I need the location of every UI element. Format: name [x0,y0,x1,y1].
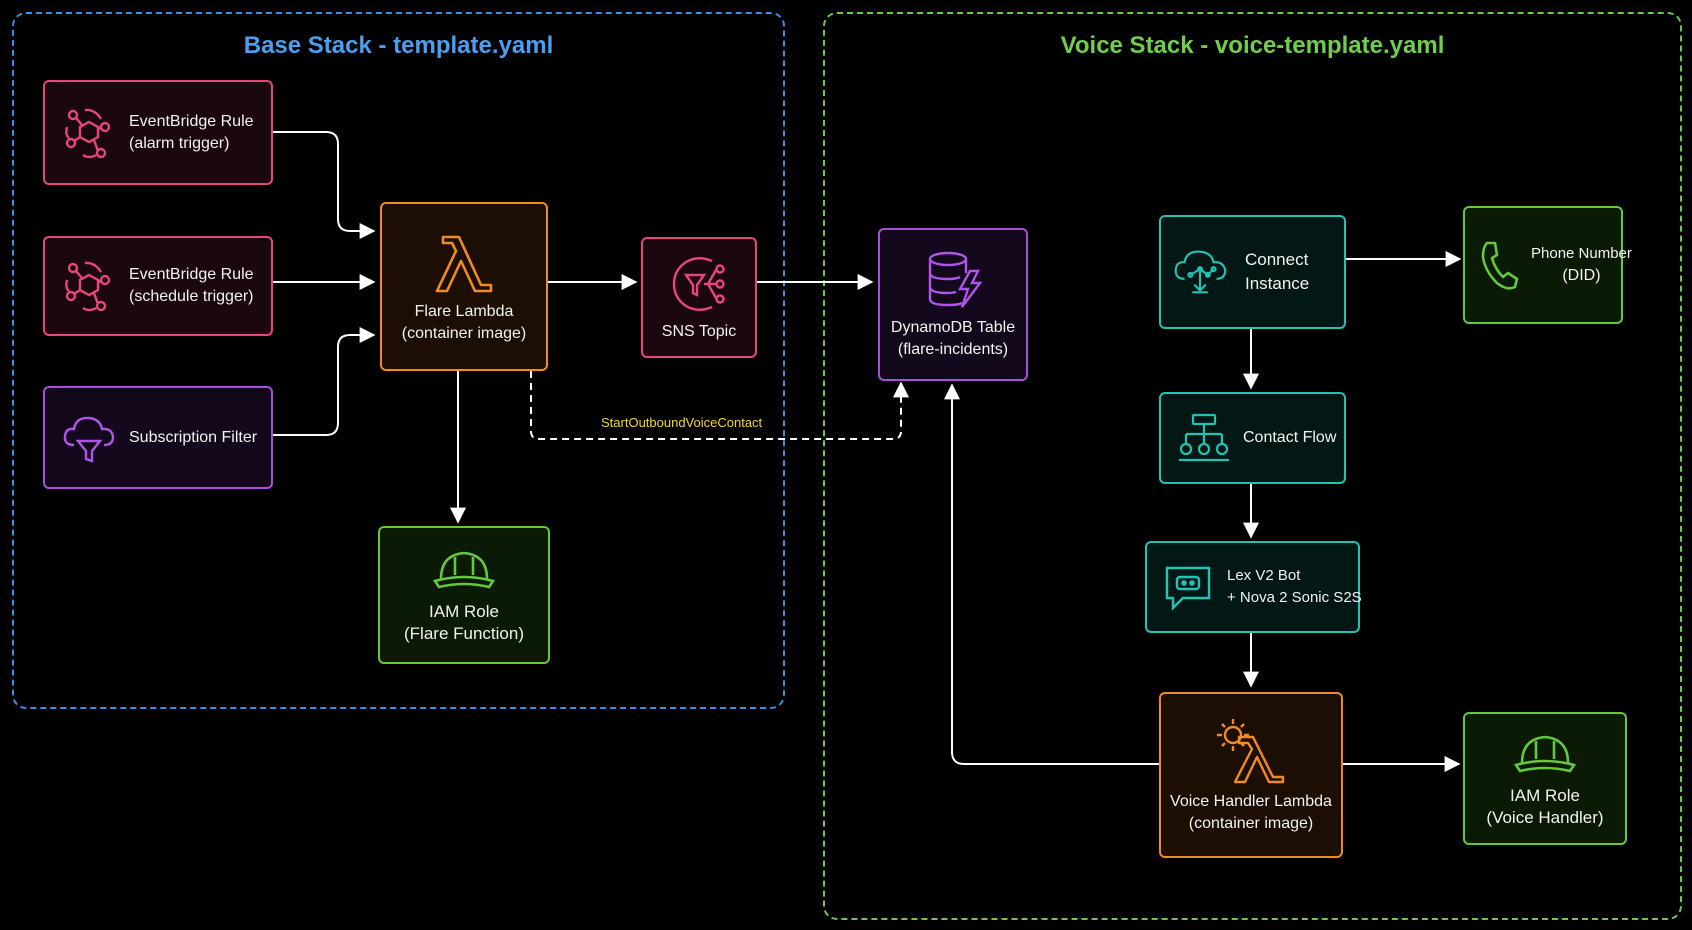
contact-flow-node[interactable]: Contact Flow [1159,392,1346,484]
voice-stack-boundary [823,12,1682,920]
hard-hat-icon [1512,729,1578,779]
flare-lambda-node[interactable]: Flare Lambda (container image) [380,202,548,371]
dynamodb-icon [922,249,984,311]
dynamodb-table-subtitle: (flare-incidents) [897,340,1009,358]
phone-number-title: Phone Number [1531,245,1632,262]
iam-role-voice-subtitle: (Voice Handler) [1486,807,1604,827]
cloud-filter-icon [59,408,119,468]
sns-topic-title: SNS Topic [661,322,737,340]
iam-role-flare-title: IAM Role [429,602,499,621]
eventbridge-schedule-title: EventBridge Rule [129,266,254,283]
eventbridge-alarm-subtitle: (alarm trigger) [129,134,230,152]
voice-handler-title: Voice Handler Lambda [1170,793,1332,810]
subscription-filter-node[interactable]: Subscription Filter [43,386,273,489]
connect-cloud-icon [1171,242,1231,302]
phone-number-node[interactable]: Phone Number (DID) [1463,206,1632,324]
lex-v2-bot-node[interactable]: Lex V2 Bot + Nova 2 Sonic S2S [1145,541,1362,633]
start-outbound-voice-contact-label: StartOutboundVoiceContact [601,415,763,430]
connect-instance-title: Connect [1245,250,1309,269]
voice-handler-lambda-node[interactable]: Voice Handler Lambda (container image) [1159,692,1343,858]
lex-bot-subtitle: + Nova 2 Sonic S2S [1227,589,1362,606]
edge-voice-handler-to-dynamodb [944,383,1159,765]
iam-role-voice-title: IAM Role [1510,785,1580,805]
edge-subscription-filter-to-flare-lambda [273,327,376,436]
flare-lambda-subtitle: (container image) [401,324,527,342]
flare-lambda-title: Flare Lambda [414,302,514,320]
sns-topic-node[interactable]: SNS Topic [641,237,757,358]
eventbridge-icon [59,103,119,163]
eventbridge-rule-schedule-node[interactable]: EventBridge Rule (schedule trigger) [43,236,273,336]
lambda-gear-icon [1211,715,1291,785]
phone-number-subtitle: (DID) [1562,267,1601,284]
lambda-icon [431,229,497,295]
eventbridge-schedule-subtitle: (schedule trigger) [129,288,254,305]
flow-tree-icon [1177,408,1231,468]
connect-instance-subtitle: Instance [1245,274,1310,293]
voice-stack-title: Voice Stack - voice-template.yaml [1060,32,1445,59]
lex-bot-title: Lex V2 Bot [1227,567,1301,584]
sns-icon [668,253,730,315]
iam-role-flare-subtitle: (Flare Function) [404,624,524,643]
chat-bot-icon [1161,557,1215,617]
subscription-filter-title: Subscription Filter [129,428,258,446]
contact-flow-title: Contact Flow [1243,429,1337,446]
phone-icon [1477,235,1521,295]
edge-eventbridge-alarm-to-flare-lambda [273,131,376,239]
eventbridge-alarm-title: EventBridge Rule [129,112,254,130]
iam-role-voice-node[interactable]: IAM Role (Voice Handler) [1463,712,1627,845]
dynamodb-table-node[interactable]: DynamoDB Table (flare-incidents) [878,228,1028,381]
base-stack-title: Base Stack - template.yaml [243,32,554,59]
eventbridge-icon [59,256,119,316]
edge-flare-lambda-to-dynamodb-outbound [530,371,909,440]
hard-hat-icon [431,545,497,595]
eventbridge-rule-alarm-node[interactable]: EventBridge Rule (alarm trigger) [43,80,273,185]
base-stack-boundary [12,12,785,709]
iam-role-flare-node[interactable]: IAM Role (Flare Function) [378,526,550,664]
dynamodb-table-title: DynamoDB Table [890,318,1016,336]
voice-handler-subtitle: (container image) [1188,815,1314,832]
connect-instance-node[interactable]: Connect Instance [1159,215,1346,329]
